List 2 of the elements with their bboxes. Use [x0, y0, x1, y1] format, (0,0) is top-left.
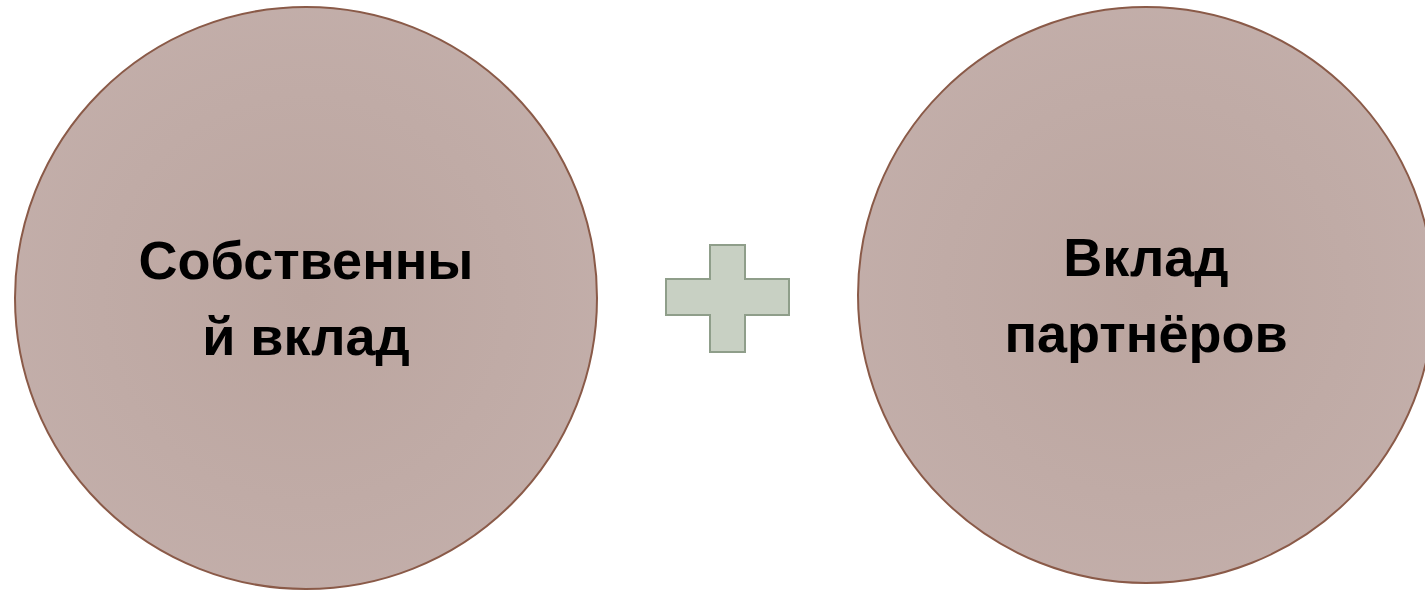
node-label: Собственный вклад [137, 229, 475, 368]
node-label: Вклад партнёров [1003, 226, 1289, 365]
